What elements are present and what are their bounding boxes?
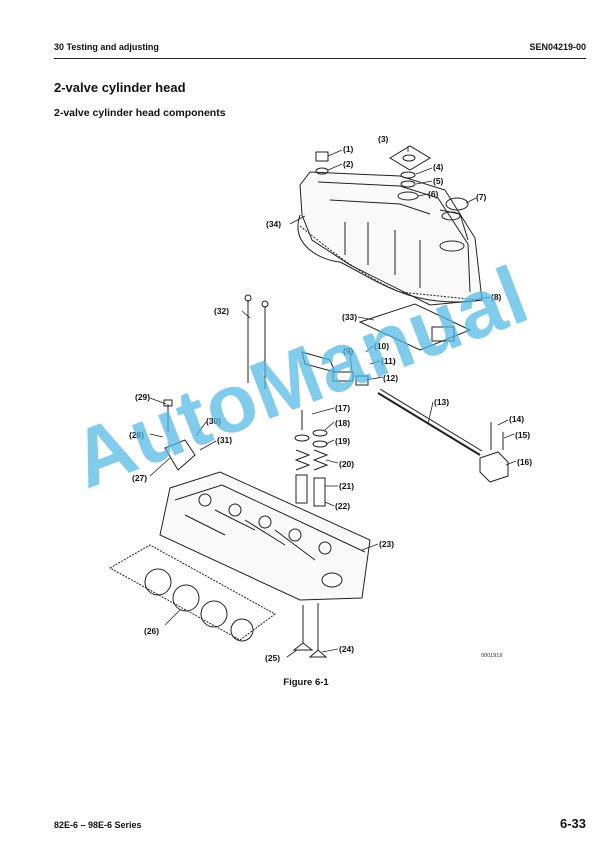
valve-cover bbox=[297, 171, 483, 306]
callout-21: (21) bbox=[339, 481, 354, 491]
footer-series: 82E-6 – 98E-6 Series bbox=[54, 820, 142, 830]
callout-14: (14) bbox=[509, 414, 524, 424]
head-gasket bbox=[108, 544, 276, 642]
callout-2: (2) bbox=[343, 159, 354, 169]
callout-3: (3) bbox=[378, 134, 389, 144]
callout-1: (1) bbox=[343, 144, 354, 154]
callout-26: (26) bbox=[144, 626, 159, 636]
callout-15: (15) bbox=[515, 430, 530, 440]
page-header: 30 Testing and adjusting SEN04219-00 bbox=[54, 40, 586, 59]
callout-17: (17) bbox=[335, 403, 350, 413]
callout-18: (18) bbox=[335, 418, 350, 428]
callout-5: (5) bbox=[433, 176, 444, 186]
callout-22: (22) bbox=[335, 501, 350, 511]
callout-28: (28) bbox=[129, 430, 144, 440]
callout-29: (29) bbox=[135, 392, 150, 402]
document-code: SEN04219-00 bbox=[529, 42, 586, 52]
callout-9: (9) bbox=[343, 346, 354, 356]
callout-20: (20) bbox=[339, 459, 354, 469]
cylinder-head bbox=[159, 471, 371, 601]
page-number: 6-33 bbox=[559, 816, 586, 831]
callout-25: (25) bbox=[265, 653, 280, 663]
callout-12: (12) bbox=[383, 373, 398, 383]
callout-33: (33) bbox=[342, 312, 357, 322]
callout-8: (8) bbox=[491, 292, 502, 302]
callout-11: (11) bbox=[381, 356, 396, 366]
oil-cap bbox=[445, 197, 469, 211]
callout-16: (16) bbox=[517, 457, 532, 467]
callout-27: (27) bbox=[132, 473, 147, 483]
callout-10: (10) bbox=[374, 341, 389, 351]
callout-31: (31) bbox=[217, 435, 232, 445]
callout-30: (30) bbox=[206, 416, 221, 426]
callout-32: (32) bbox=[214, 306, 229, 316]
callout-13: (13) bbox=[434, 397, 449, 407]
callout-24: (24) bbox=[339, 644, 354, 654]
breather-plate bbox=[389, 145, 431, 171]
gasket-plate bbox=[358, 303, 472, 351]
page-title: 2-valve cylinder head bbox=[54, 80, 186, 95]
figure-caption: Figure 6-1 bbox=[283, 677, 329, 688]
callout-6: (6) bbox=[428, 189, 439, 199]
callout-23: (23) bbox=[379, 539, 394, 549]
callout-19: (19) bbox=[335, 436, 350, 446]
callout-34: (34) bbox=[266, 219, 281, 229]
callout-4: (4) bbox=[433, 162, 444, 172]
section-title: 30 Testing and adjusting bbox=[54, 42, 159, 52]
callout-7: (7) bbox=[476, 192, 487, 202]
section-subtitle: 2-valve cylinder head components bbox=[54, 107, 226, 119]
figure-code: 0001919 bbox=[481, 653, 503, 659]
